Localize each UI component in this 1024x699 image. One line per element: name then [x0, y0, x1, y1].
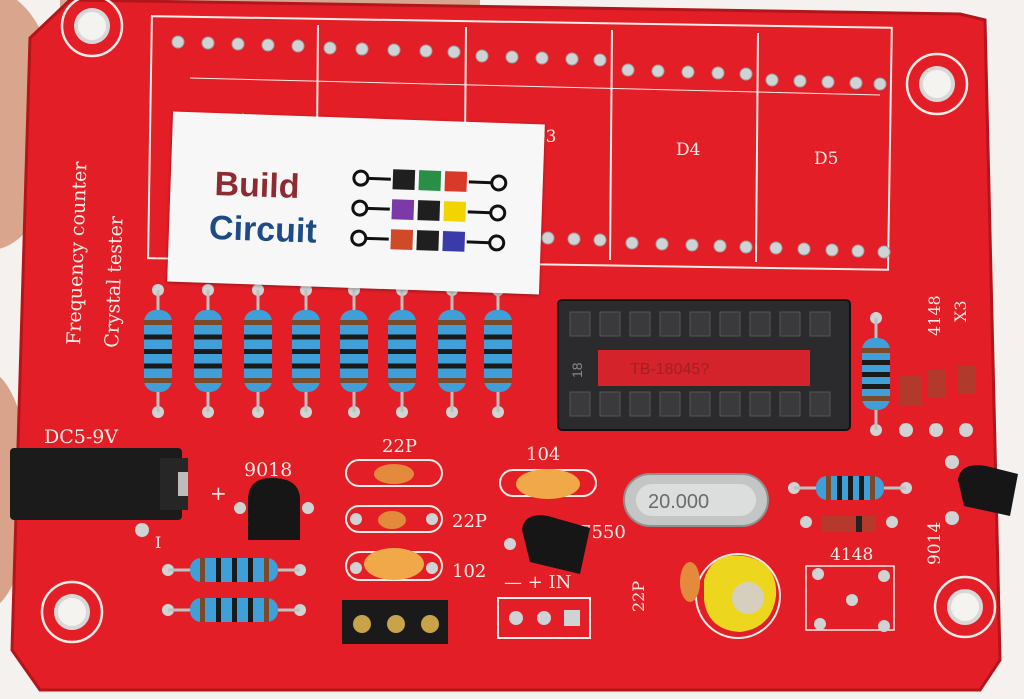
socket-pin-top [629, 311, 651, 337]
label-input: — + IN [504, 572, 571, 593]
ic-socket: 18 TB-18045? [557, 299, 851, 431]
resistor-vertical [292, 284, 320, 418]
label-diode-4148-bottom: 4148 [830, 545, 873, 565]
transistor-9018 [234, 478, 314, 540]
logo-text-circuit: Circuit [208, 208, 318, 251]
socket-pin-bottom [659, 391, 681, 417]
socket-pin-top [599, 311, 621, 337]
label-transistor-9018: 9018 [244, 459, 292, 481]
resistor-vertical [438, 284, 466, 418]
socket-pin-bottom [719, 391, 741, 417]
dc-jack [10, 448, 188, 537]
socket-pin-top [749, 311, 771, 337]
display-pads [171, 35, 891, 259]
label-cap-104: 104 [526, 444, 560, 465]
pad-square [805, 565, 895, 632]
transistor-7550 [504, 515, 590, 574]
pcb-edge [10, 0, 1002, 692]
build-circuit-sticker: Build Circuit [167, 111, 545, 295]
mounting-hole-bottom-left [40, 580, 104, 644]
socket-pin-top [779, 311, 801, 337]
trimmer-capacitor [680, 553, 781, 639]
socket-pin-top [809, 311, 831, 337]
label-diode-4148-top: 4148 [925, 295, 944, 336]
socket-pin-bottom [809, 391, 831, 417]
input-header [497, 597, 591, 639]
socket-pin-bottom [629, 391, 651, 417]
resistor-horizontal [162, 558, 306, 582]
capacitor-102 [345, 548, 443, 581]
socket-pin-bottom [689, 391, 711, 417]
diode-array-top [899, 366, 976, 437]
resistor-vertical [862, 312, 890, 436]
socket-pin-top [719, 311, 741, 337]
label-cap-22p-top: 22P [382, 436, 417, 457]
socket-pin-top [659, 311, 681, 337]
socket-pin-top [569, 311, 591, 337]
mounting-hole-top-right [905, 52, 969, 116]
socket-pin-label: 18 [569, 362, 585, 378]
label-transistor-7550: 7550 [580, 522, 626, 543]
crystal-oscillator: 20.000 [623, 473, 769, 527]
label-dc-jack: DC5-9V [44, 426, 118, 448]
label-plus: + [210, 481, 227, 505]
label-cap-102: 102 [452, 561, 486, 582]
socket-pin-bottom [599, 391, 621, 417]
digit-label-d4: D4 [676, 140, 700, 160]
crystal-marking: 20.000 [648, 491, 709, 513]
resistor-vertical [484, 284, 512, 418]
socket-pin-bottom [749, 391, 771, 417]
socket-pin-bottom [779, 391, 801, 417]
resistor-vertical [144, 284, 172, 418]
capacitor-22p-mid [345, 505, 443, 533]
resistor-horizontal [788, 476, 912, 500]
extra-resistors [162, 312, 912, 622]
label-minus-mark: I [155, 533, 161, 552]
digit-label-d5: D5 [814, 149, 838, 169]
label-transistor-9014: 9014 [925, 522, 945, 565]
label-cap-22p-vertical: 22P [629, 581, 648, 612]
socket-pin-top [689, 311, 711, 337]
resistor-vertical [244, 284, 272, 418]
capacitor-22p-top [345, 459, 443, 487]
transistor-9014 [945, 455, 1018, 525]
label-cap-22p-mid: 22P [452, 511, 487, 532]
diode-4148-bottom [800, 516, 898, 532]
resistor-vertical [194, 284, 222, 418]
pin-header-socket [342, 600, 448, 644]
resistor-array [144, 284, 512, 418]
label-diode-x3: X3 [951, 300, 970, 322]
resistor-vertical [388, 284, 416, 418]
socket-marking: TB-18045? [630, 361, 709, 378]
capacitor-104 [499, 469, 597, 499]
logo-text-build: Build [213, 165, 301, 207]
resistor-horizontal [162, 598, 306, 622]
mounting-hole-bottom-right [933, 575, 997, 639]
mounting-hole-top-left [60, 0, 124, 58]
socket-pin-bottom [569, 391, 591, 417]
logo-grid-icon [350, 169, 508, 252]
side-text-crystal-tester: Crystal tester [101, 215, 128, 348]
resistor-vertical [340, 284, 368, 418]
